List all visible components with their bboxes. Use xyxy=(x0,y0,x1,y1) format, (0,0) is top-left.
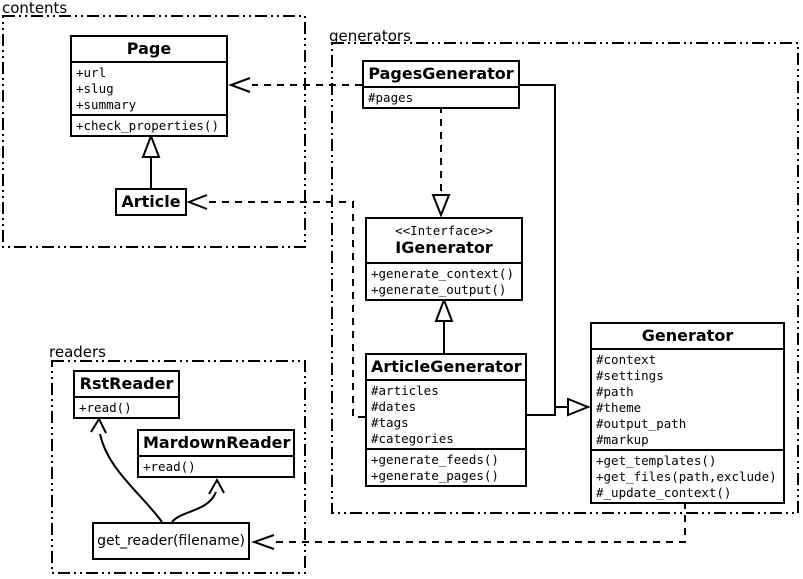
class-box-rstreader: RstReader +read() xyxy=(73,370,180,419)
arrow-getreader-to-mardownreader xyxy=(171,477,225,523)
class-box-mardownreader: MardownReader +read() xyxy=(137,429,295,478)
class-title-mardownreader: MardownReader xyxy=(143,433,291,452)
attribute: #theme xyxy=(596,400,642,415)
rstreader-methods: +read() xyxy=(75,396,178,417)
attribute: #articles xyxy=(371,383,439,398)
package-label-contents: contents xyxy=(2,0,68,17)
mardownreader-methods: +read() xyxy=(139,455,293,476)
page-attributes: +url +slug +summary xyxy=(72,61,226,114)
class-box-generator: Generator #context #settings #path #them… xyxy=(590,322,785,504)
attribute: +slug xyxy=(76,81,114,96)
arrow-articlegenerator-depends-article xyxy=(186,194,365,418)
attribute: #output_path xyxy=(596,416,687,431)
arrow-pagesgenerator-realizes-igenerator xyxy=(431,106,451,218)
arrow-getreader-to-rstreader xyxy=(90,416,163,523)
package-contents-border xyxy=(2,15,306,248)
class-box-igenerator: <<Interface>> IGenerator +generate_conte… xyxy=(365,217,523,301)
method: +read() xyxy=(143,459,196,474)
arrow-pagesgenerator-depends-page xyxy=(228,77,362,93)
class-box-article: Article xyxy=(115,188,187,216)
stereotype-label: <<Interface>> xyxy=(395,223,493,238)
method: +check_properties() xyxy=(76,118,219,133)
arrow-article-extends-page xyxy=(141,133,161,188)
arrow-articlegenerator-realizes-igenerator xyxy=(434,297,454,353)
method: +generate_context() xyxy=(371,266,514,281)
attribute: #markup xyxy=(596,432,649,447)
class-box-page: Page +url +slug +summary +check_properti… xyxy=(70,35,228,137)
class-title-page: Page xyxy=(126,39,172,58)
arrow-generator-depends-getreader xyxy=(250,502,686,550)
class-title-generator: Generator xyxy=(641,326,734,345)
pagesgenerator-attributes: #pages xyxy=(364,86,518,107)
getreader-box: get_reader(filename) xyxy=(92,522,250,560)
articlegenerator-attributes: #articles #dates #tags #categories xyxy=(367,379,525,448)
generator-attributes: #context #settings #path #theme #output_… xyxy=(592,348,783,449)
method: +read() xyxy=(79,400,132,415)
attribute: #dates xyxy=(371,399,417,414)
method: +generate_feeds() xyxy=(371,452,499,467)
class-box-pagesgenerator: PagesGenerator #pages xyxy=(362,60,520,109)
class-title-pagesgenerator: PagesGenerator xyxy=(368,64,514,83)
arrow-generators-extend-generator xyxy=(520,84,591,417)
class-title-igenerator: IGenerator xyxy=(395,238,493,257)
method: +generate_output() xyxy=(371,282,507,297)
attribute: #path xyxy=(596,384,634,399)
page-methods: +check_properties() xyxy=(72,114,226,135)
class-box-articlegenerator: ArticleGenerator #articles #dates #tags … xyxy=(365,353,527,487)
package-label-readers: readers xyxy=(49,343,106,361)
attribute: +url xyxy=(76,65,107,80)
attribute: #settings xyxy=(596,368,664,383)
package-readers-border xyxy=(51,360,306,574)
class-title-articlegenerator: ArticleGenerator xyxy=(371,357,522,376)
igenerator-header: <<Interface>> IGenerator xyxy=(367,219,521,262)
method: #_update_context() xyxy=(596,485,732,500)
method: +generate_pages() xyxy=(371,468,499,483)
attribute: #tags xyxy=(371,415,409,430)
igenerator-methods: +generate_context() +generate_output() xyxy=(367,262,521,299)
articlegenerator-methods: +generate_feeds() +generate_pages() xyxy=(367,448,525,485)
method: +get_templates() xyxy=(596,453,717,468)
class-title-article: Article xyxy=(121,192,181,211)
attribute: #pages xyxy=(368,90,414,105)
generator-methods: +get_templates() +get_files(path,exclude… xyxy=(592,449,783,502)
attribute: #categories xyxy=(371,431,454,446)
package-label-generators: generators xyxy=(329,27,411,45)
attribute: #context xyxy=(596,352,657,367)
attribute: +summary xyxy=(76,97,137,112)
method: +get_files(path,exclude) xyxy=(596,469,777,484)
package-generators-border xyxy=(331,42,799,514)
class-title-rstreader: RstReader xyxy=(79,374,174,393)
